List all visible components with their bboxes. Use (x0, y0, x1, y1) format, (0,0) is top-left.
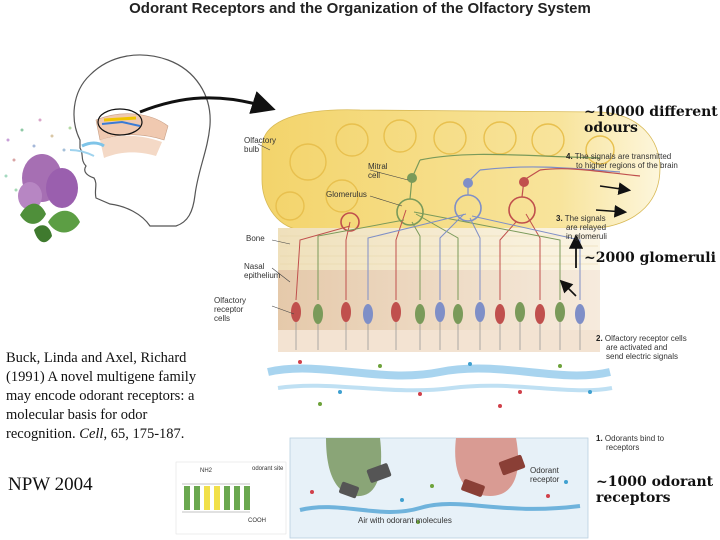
odours-line1: ~10000 different (584, 104, 718, 120)
olfactory-bulb-label: Olfactory bulb (244, 136, 276, 154)
receptor-cells (291, 209, 585, 350)
nasal-epithelium-label-line1: Nasal (244, 262, 265, 271)
citation: Buck, Linda and Axel, Richard (1991) A n… (6, 349, 268, 444)
step2-arrow (559, 279, 577, 297)
olfactory-bulb-label-line2: bulb (244, 145, 260, 154)
odours-annotation: ~10000 different odours (584, 104, 718, 136)
step1-line2: receptors (606, 443, 640, 452)
odorant-receptor-label-line2: receptor (530, 475, 560, 484)
inset-left-label: NH2 (200, 468, 213, 474)
odorant-receptor-label-line1: Odorant (530, 466, 559, 475)
higher-projections (419, 153, 641, 177)
mitral-cell-label: Mitral cell (368, 162, 388, 180)
air-stream (267, 360, 613, 408)
step4-arrow-b (595, 204, 628, 218)
figure-title: Odorant Receptors and the Organization o… (129, 0, 591, 17)
step2-line1: Olfactory receptor cells (604, 334, 687, 343)
step1-line1: Odorants bind to (604, 434, 665, 443)
step2-number: 2. (596, 334, 603, 343)
inset-cells (299, 438, 581, 524)
nasal-epithelium-label: Nasal epithelium (244, 262, 280, 280)
step2-text: 2. Olfactory receptor cells are activate… (596, 334, 687, 361)
lilac-flower (4, 118, 80, 243)
bone-texture (280, 235, 598, 265)
receptor-cells-label-line1: Olfactory (214, 296, 247, 305)
mucosa-layer (278, 330, 600, 352)
step1-number: 1. (596, 434, 603, 443)
glomeruli-annotation: ~2000 glomeruli (584, 250, 716, 266)
step4-line1: The signals are transmitted (574, 152, 672, 161)
step1-text: 1. Odorants bind to receptors (596, 434, 664, 452)
step2-line3: send electric signals (606, 352, 679, 361)
nasal-epithelium-label-line2: epithelium (244, 271, 281, 280)
receptors-line2: receptors (596, 490, 671, 506)
bone-label: Bone (246, 234, 265, 243)
bone-layer (278, 228, 600, 270)
citation-line5-pre: recognition. (6, 426, 80, 442)
step3-line1: The signals (564, 214, 606, 223)
olfactory-bulb (261, 109, 661, 231)
step2-line2: are activated and (606, 343, 668, 352)
head-profile (69, 54, 211, 227)
receptor-structure-inset (175, 461, 287, 535)
mitral-cell-label-line1: Mitral (368, 162, 388, 171)
odorant-receptor-label: Odorant receptor (530, 466, 559, 484)
receptor-cells-label-line2: receptor (214, 305, 244, 314)
receptors-line1: ~1000 odorant (596, 474, 714, 490)
citation-line3: may encode odorant receptors: a (6, 388, 195, 404)
mitral-cells (407, 159, 541, 200)
citation-line5-post: , 65, 175-187. (103, 426, 185, 442)
mitral-cell-label-line2: cell (368, 171, 381, 180)
olfactory-receptor-cells-label: Olfactory receptor cells (214, 296, 246, 323)
step3-line2: are relayed (566, 223, 607, 232)
citation-line4: molecular basis for odor (6, 407, 148, 423)
step3-line3: in glomeruli (566, 232, 607, 241)
citation-authors: Buck, Linda and Axel, Richard (6, 350, 187, 366)
glomerulus-label: Glomerulus (326, 190, 367, 199)
air-odorant-label: Air with odorant molecules (358, 516, 452, 525)
odours-line2: odours (584, 120, 638, 136)
step4-text: 4. The signals are transmitted to higher… (566, 152, 678, 170)
step4-line2: to higher regions of the brain (576, 161, 678, 170)
receptors-annotation: ~1000 odorant receptors (596, 474, 713, 506)
cilia (295, 322, 581, 350)
citation-line5: recognition. Cell, 65, 175-187. (6, 425, 268, 444)
inset-top-label: odorant site (252, 466, 284, 472)
citation-year-title: (1991) A novel multigene family (6, 369, 197, 385)
bulb-circles (275, 119, 615, 221)
receptor-cells-label-line3: cells (214, 314, 231, 323)
olfactory-bulb-label-line1: Olfactory (244, 136, 277, 145)
step4-number: 4. (566, 152, 573, 161)
inset-bottom-label: COOH (248, 518, 266, 524)
step3-number: 3. (556, 214, 563, 223)
label-leaders (257, 143, 409, 315)
step4-arrow-a (599, 182, 632, 195)
footer-credit: NPW 2004 (8, 474, 93, 495)
step3-text: 3. The signals are relayed in glomeruli (556, 214, 607, 241)
zoom-arrow (139, 91, 276, 114)
cell-bodies (291, 302, 585, 324)
citation-journal: Cell (79, 426, 104, 442)
